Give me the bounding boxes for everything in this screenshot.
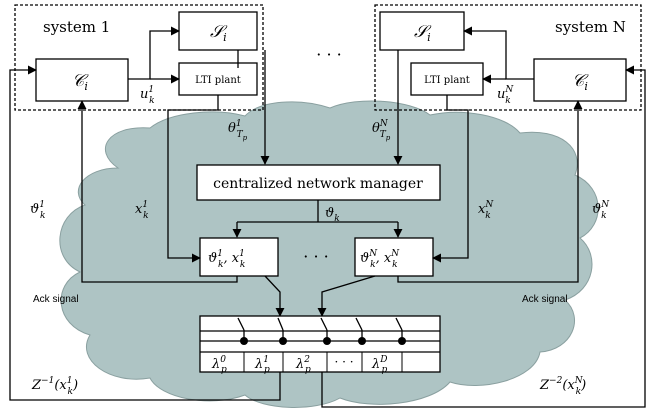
theta-wires	[260, 50, 403, 165]
plant-left-label: LTI plant	[195, 75, 241, 86]
queue-left-block	[199, 237, 279, 277]
right-system-wires	[463, 26, 534, 84]
scheduler-left-block	[178, 11, 258, 51]
delay-loops	[9, 65, 646, 408]
network-manager-block	[196, 164, 441, 201]
switch-0	[237, 317, 245, 331]
ellipsis-systems: · · ·	[316, 45, 341, 64]
plant-left-block	[178, 62, 258, 96]
left-system-wires	[128, 26, 239, 84]
switch-3	[355, 317, 363, 331]
system-1-boundary	[14, 4, 264, 111]
switch-1	[277, 317, 284, 331]
controller-right-block	[533, 58, 627, 102]
ack-left-label: Ack signal	[33, 294, 79, 305]
network-manager-label: centralized network manager	[213, 176, 423, 192]
state-wires	[167, 95, 469, 263]
vartheta-mid-label: ϑk	[325, 206, 340, 224]
switch-4	[395, 317, 403, 331]
system-n-boundary	[374, 4, 642, 111]
system-1-title: system 1	[43, 18, 110, 36]
scheduler-right-block	[379, 11, 465, 51]
ack-right-label: Ack signal	[522, 294, 568, 305]
plant-right-block	[410, 62, 484, 96]
channel-nodes	[240, 337, 406, 345]
channel-ellipsis: · · ·	[334, 355, 353, 369]
ellipsis-queues: · · ·	[303, 247, 328, 266]
controller-left-block	[35, 58, 129, 102]
ack-wires	[77, 100, 583, 283]
system-n-title: system N	[555, 18, 626, 36]
queue-right-block	[354, 237, 434, 277]
plant-right-label: LTI plant	[424, 75, 470, 86]
network-cloud	[59, 100, 599, 408]
queue-channel-wires	[264, 275, 376, 317]
manager-output-wires	[232, 200, 403, 238]
switch-2	[320, 317, 328, 331]
